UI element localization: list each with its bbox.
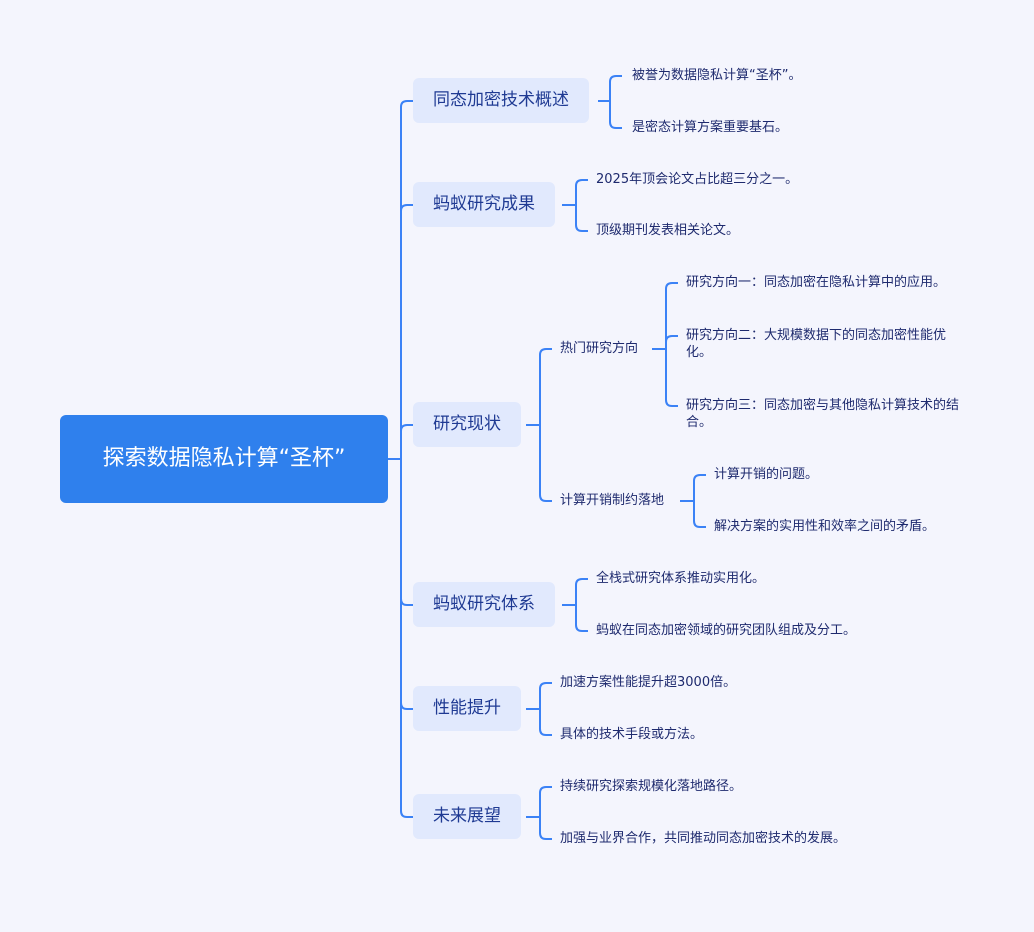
connector-line — [575, 205, 588, 232]
connector-line — [665, 282, 678, 349]
leaf-node[interactable]: 是密态计算方案重要基石。 — [632, 120, 789, 135]
branch-node-outlook[interactable]: 未来展望 — [413, 794, 521, 839]
connector-line — [400, 424, 413, 459]
connector-line — [665, 349, 678, 407]
connector-line — [575, 179, 588, 205]
connector-line — [400, 204, 413, 459]
branch-node-performance[interactable]: 性能提升 — [413, 686, 521, 731]
root-node[interactable]: 探索数据隐私计算“圣杯” — [60, 415, 388, 503]
leaf-node[interactable]: 加强与业界合作，共同推动同态加密技术的发展。 — [560, 831, 847, 846]
leaf-node[interactable]: 全栈式研究体系推动实用化。 — [596, 571, 766, 586]
leaf-node[interactable]: 2025年顶会论文占比超三分之一。 — [596, 172, 799, 187]
branch-node-ant-system[interactable]: 蚂蚁研究体系 — [413, 582, 555, 627]
connector-line — [575, 605, 588, 632]
connector-line — [609, 75, 622, 101]
branch-node-ant-results[interactable]: 蚂蚁研究成果 — [413, 182, 555, 227]
branch-node-overview[interactable]: 同态加密技术概述 — [413, 78, 589, 123]
connector-line — [400, 100, 413, 459]
sub-branch-cost[interactable]: 计算开销制约落地 — [560, 493, 665, 508]
connector-line — [665, 335, 678, 349]
connector-line — [693, 501, 706, 528]
connector-line — [609, 101, 622, 129]
leaf-node[interactable]: 具体的技术手段或方法。 — [560, 727, 704, 742]
leaf-node[interactable]: 被誉为数据隐私计算“圣杯”。 — [632, 68, 802, 83]
connector-line — [400, 459, 413, 606]
leaf-node[interactable]: 解决方案的实用性和效率之间的矛盾。 — [714, 519, 936, 534]
root-label: 探索数据隐私计算“圣杯” — [102, 446, 346, 471]
connector-line — [575, 578, 588, 605]
leaf-node[interactable]: 研究方向二：大规模数据下的同态加密性能优化。 — [686, 328, 947, 360]
connector-line — [539, 817, 552, 840]
leaf-node[interactable]: 研究方向一：同态加密在隐私计算中的应用。 — [686, 275, 947, 290]
sub-branch-hot-directions[interactable]: 热门研究方向 — [560, 341, 639, 356]
leaf-node[interactable]: 加速方案性能提升超3000倍。 — [560, 675, 737, 690]
connector-line — [539, 786, 552, 817]
connector-line — [539, 348, 552, 425]
leaf-node[interactable]: 持续研究探索规模化落地路径。 — [560, 779, 743, 794]
branch-node-status[interactable]: 研究现状 — [413, 402, 521, 447]
connector-line — [539, 709, 552, 736]
connector-line — [400, 459, 413, 710]
leaf-node[interactable]: 计算开销的问题。 — [714, 467, 819, 482]
leaf-node[interactable]: 顶级期刊发表相关论文。 — [596, 223, 740, 238]
connector-line — [400, 459, 413, 818]
leaf-node[interactable]: 蚂蚁在同态加密领域的研究团队组成及分工。 — [596, 623, 857, 638]
leaf-node[interactable]: 研究方向三：同态加密与其他隐私计算技术的结合。 — [686, 398, 960, 430]
connector-line — [539, 425, 552, 502]
connector-line — [693, 474, 706, 501]
connector-line — [539, 682, 552, 709]
